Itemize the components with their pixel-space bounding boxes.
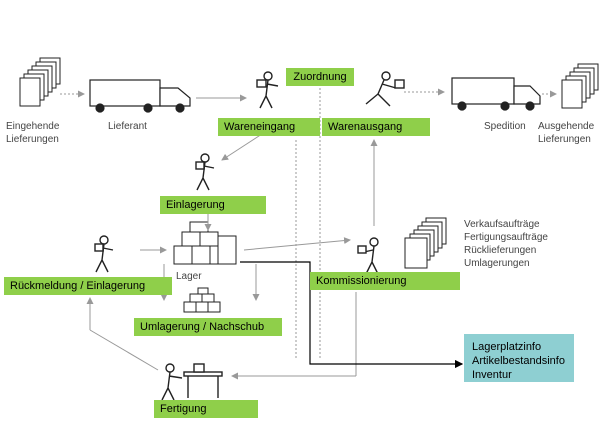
storage-in-box: Einlagerung bbox=[160, 196, 266, 214]
flow-lines bbox=[60, 88, 557, 380]
warehouse-label: Lager bbox=[176, 271, 202, 282]
orders-item: Fertigungsaufträge bbox=[464, 232, 548, 243]
orders-item: Umlagerungen bbox=[464, 258, 530, 269]
worker-production-icon bbox=[161, 363, 223, 401]
warehouse-info-box: Lagerplatzinfo Artikelbestandsinfo Inven… bbox=[464, 334, 574, 382]
orders-item: Verkaufsaufträge bbox=[464, 219, 540, 230]
supplier-truck-icon bbox=[89, 79, 191, 113]
incoming-documents-icon bbox=[19, 57, 61, 107]
orders-item: Rücklieferungen bbox=[464, 245, 537, 256]
warehouse-boxes-icon bbox=[173, 221, 237, 265]
orders-documents-icon bbox=[404, 217, 447, 269]
incoming-deliveries-label: Eingehende Lieferungen bbox=[6, 121, 60, 145]
transfer-boxes-icon bbox=[183, 287, 221, 313]
supplier-label: Lieferant bbox=[108, 121, 147, 132]
carrier-truck-icon bbox=[451, 77, 541, 111]
outgoing-documents-icon bbox=[561, 63, 599, 109]
picking-box: Kommissionierung bbox=[310, 272, 460, 290]
info-item: Artikelbestandsinfo bbox=[472, 355, 565, 367]
info-item: Lagerplatzinfo bbox=[472, 341, 542, 353]
carrier-label: Spedition bbox=[484, 121, 526, 132]
worker-return-icon bbox=[94, 235, 114, 273]
production-box: Fertigung bbox=[154, 400, 258, 418]
orders-list: Verkaufsaufträge Fertigungsaufträge Rück… bbox=[464, 218, 548, 270]
outgoing-deliveries-label: Ausgehende Lieferungen bbox=[538, 121, 595, 145]
worker-goods-out-icon bbox=[365, 71, 405, 107]
return-storage-box: Rückmeldung / Einlagerung bbox=[4, 277, 172, 295]
data-line bbox=[240, 261, 464, 369]
goods-in-box: Wareneingang bbox=[218, 118, 320, 136]
goods-out-box: Warenausgang bbox=[322, 118, 430, 136]
worker-goods-in-icon bbox=[256, 71, 279, 109]
transfer-box: Umlagerung / Nachschub bbox=[134, 318, 282, 336]
assignment-box: Zuordnung bbox=[286, 68, 354, 86]
info-item: Inventur bbox=[472, 369, 512, 381]
worker-storage-icon bbox=[195, 153, 215, 191]
worker-picking-icon bbox=[357, 237, 379, 275]
